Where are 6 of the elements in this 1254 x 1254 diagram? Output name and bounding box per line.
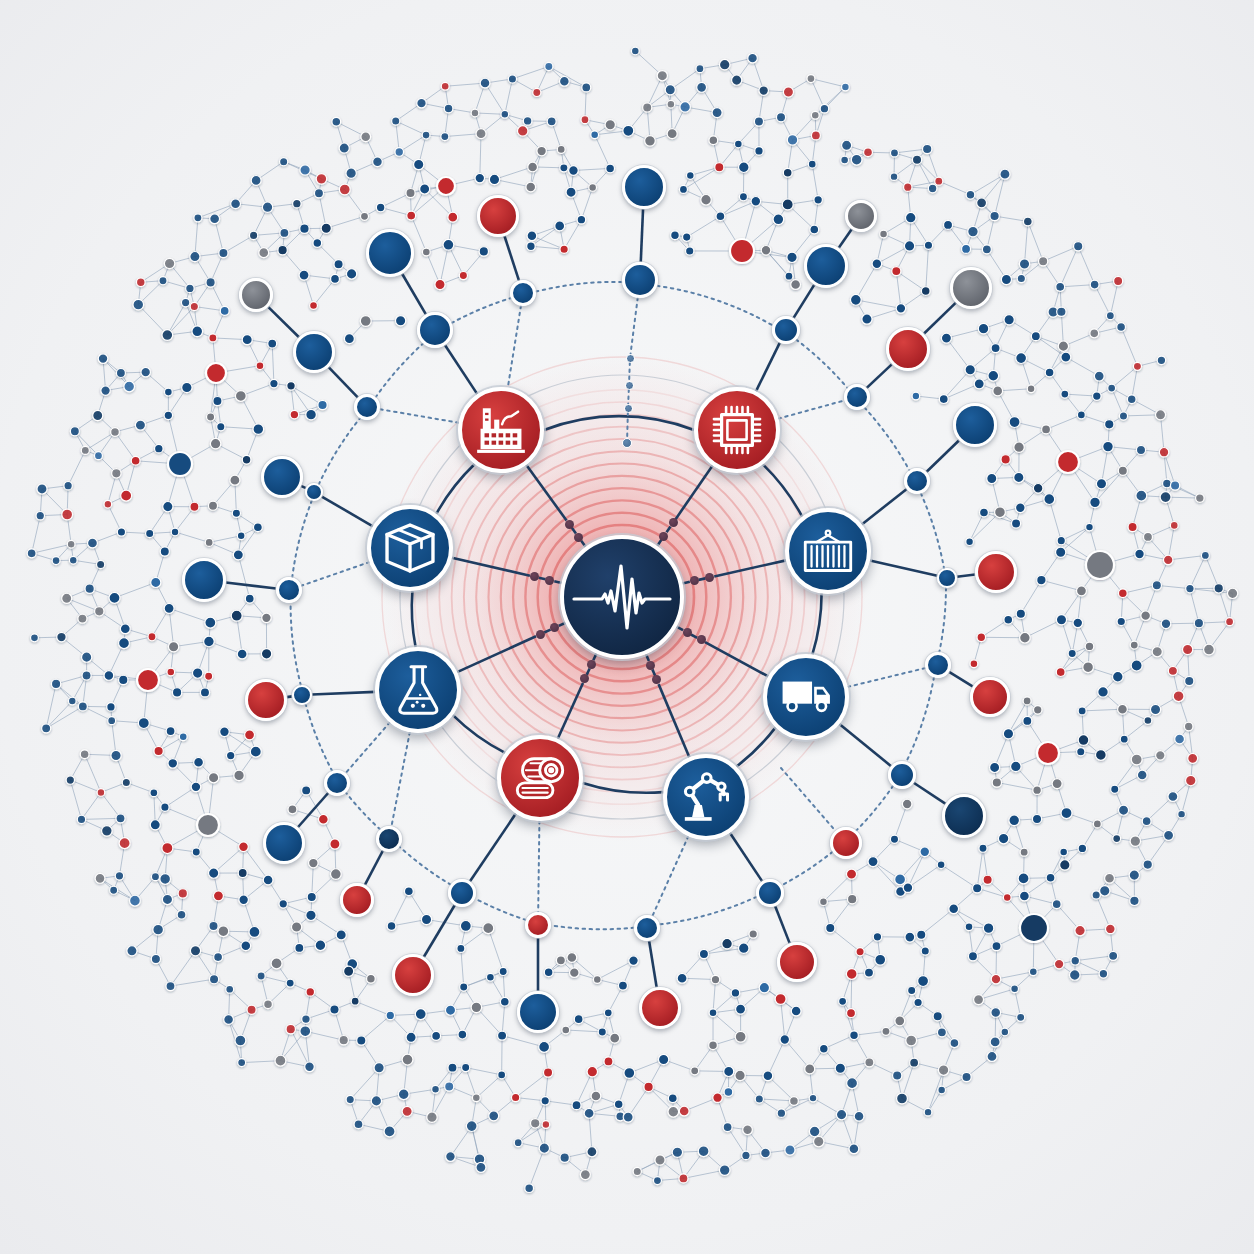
- network-node: [777, 942, 817, 982]
- network-node: [639, 987, 681, 1029]
- network-node: [517, 991, 559, 1033]
- connector-line: [536, 938, 540, 991]
- connector-line: [647, 940, 658, 988]
- network-node: [392, 954, 434, 996]
